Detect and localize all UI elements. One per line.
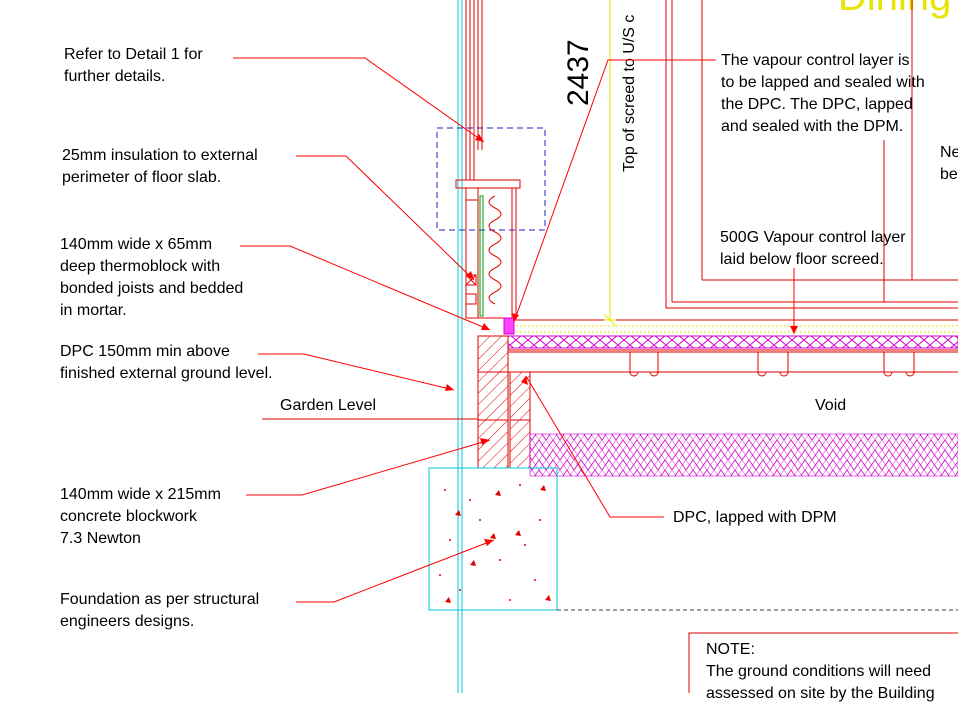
- detail-box: [436, 127, 546, 231]
- leader-arrowheads: [445, 134, 798, 546]
- insulation-squiggle: [488, 195, 502, 305]
- room-lines: [665, 0, 958, 309]
- floor-joists: [508, 351, 958, 377]
- garden-level-label: Garden Level: [280, 397, 377, 414]
- note-heading: NOTE:: [706, 641, 755, 658]
- detail-reference-label: Refer to Detail 1 for further details.: [64, 46, 203, 85]
- right-edge-label: Ne be: [940, 144, 958, 183]
- note-box: [688, 632, 958, 693]
- dpc-dpm-label: DPC, lapped with DPM: [673, 509, 837, 526]
- x-marker-2: [465, 293, 477, 305]
- dimension-note: Top of screed to U/S c: [621, 15, 638, 172]
- foundation-aggregate: [439, 484, 551, 603]
- vcl-500g-label: 500G Vapour control layer laid below flo…: [720, 229, 906, 268]
- dimension-line: [603, 0, 617, 327]
- ground-hatch: [529, 433, 958, 477]
- insulation-label: 25mm insulation to external perimeter of…: [62, 147, 258, 186]
- floor-layers: [507, 319, 958, 351]
- membrane-green: [479, 195, 484, 317]
- note-body: The ground conditions will need assessed…: [706, 663, 935, 702]
- thermoblock-label: 140mm wide x 65mm deep thermoblock with …: [60, 236, 244, 319]
- dpc-marker: [503, 317, 515, 335]
- timber-frame-wall: [465, 187, 517, 319]
- vcl-lapped-label: The vapour control layer is to be lapped…: [721, 52, 925, 135]
- foundation: [428, 467, 558, 611]
- window-frame: [455, 0, 521, 189]
- external-face-lines: [457, 0, 463, 693]
- dpc-above-label: DPC 150mm min above finished external gr…: [60, 343, 273, 382]
- blockwork: [477, 335, 531, 469]
- dimension-value: 2437: [562, 39, 595, 106]
- leader-lines: [233, 57, 795, 603]
- room-title: Dining: [838, 0, 951, 19]
- blockwork-label: 140mm wide x 215mm concrete blockwork 7.…: [60, 486, 221, 547]
- void-label: Void: [815, 397, 847, 414]
- foundation-label: Foundation as per structural engineers d…: [60, 591, 260, 630]
